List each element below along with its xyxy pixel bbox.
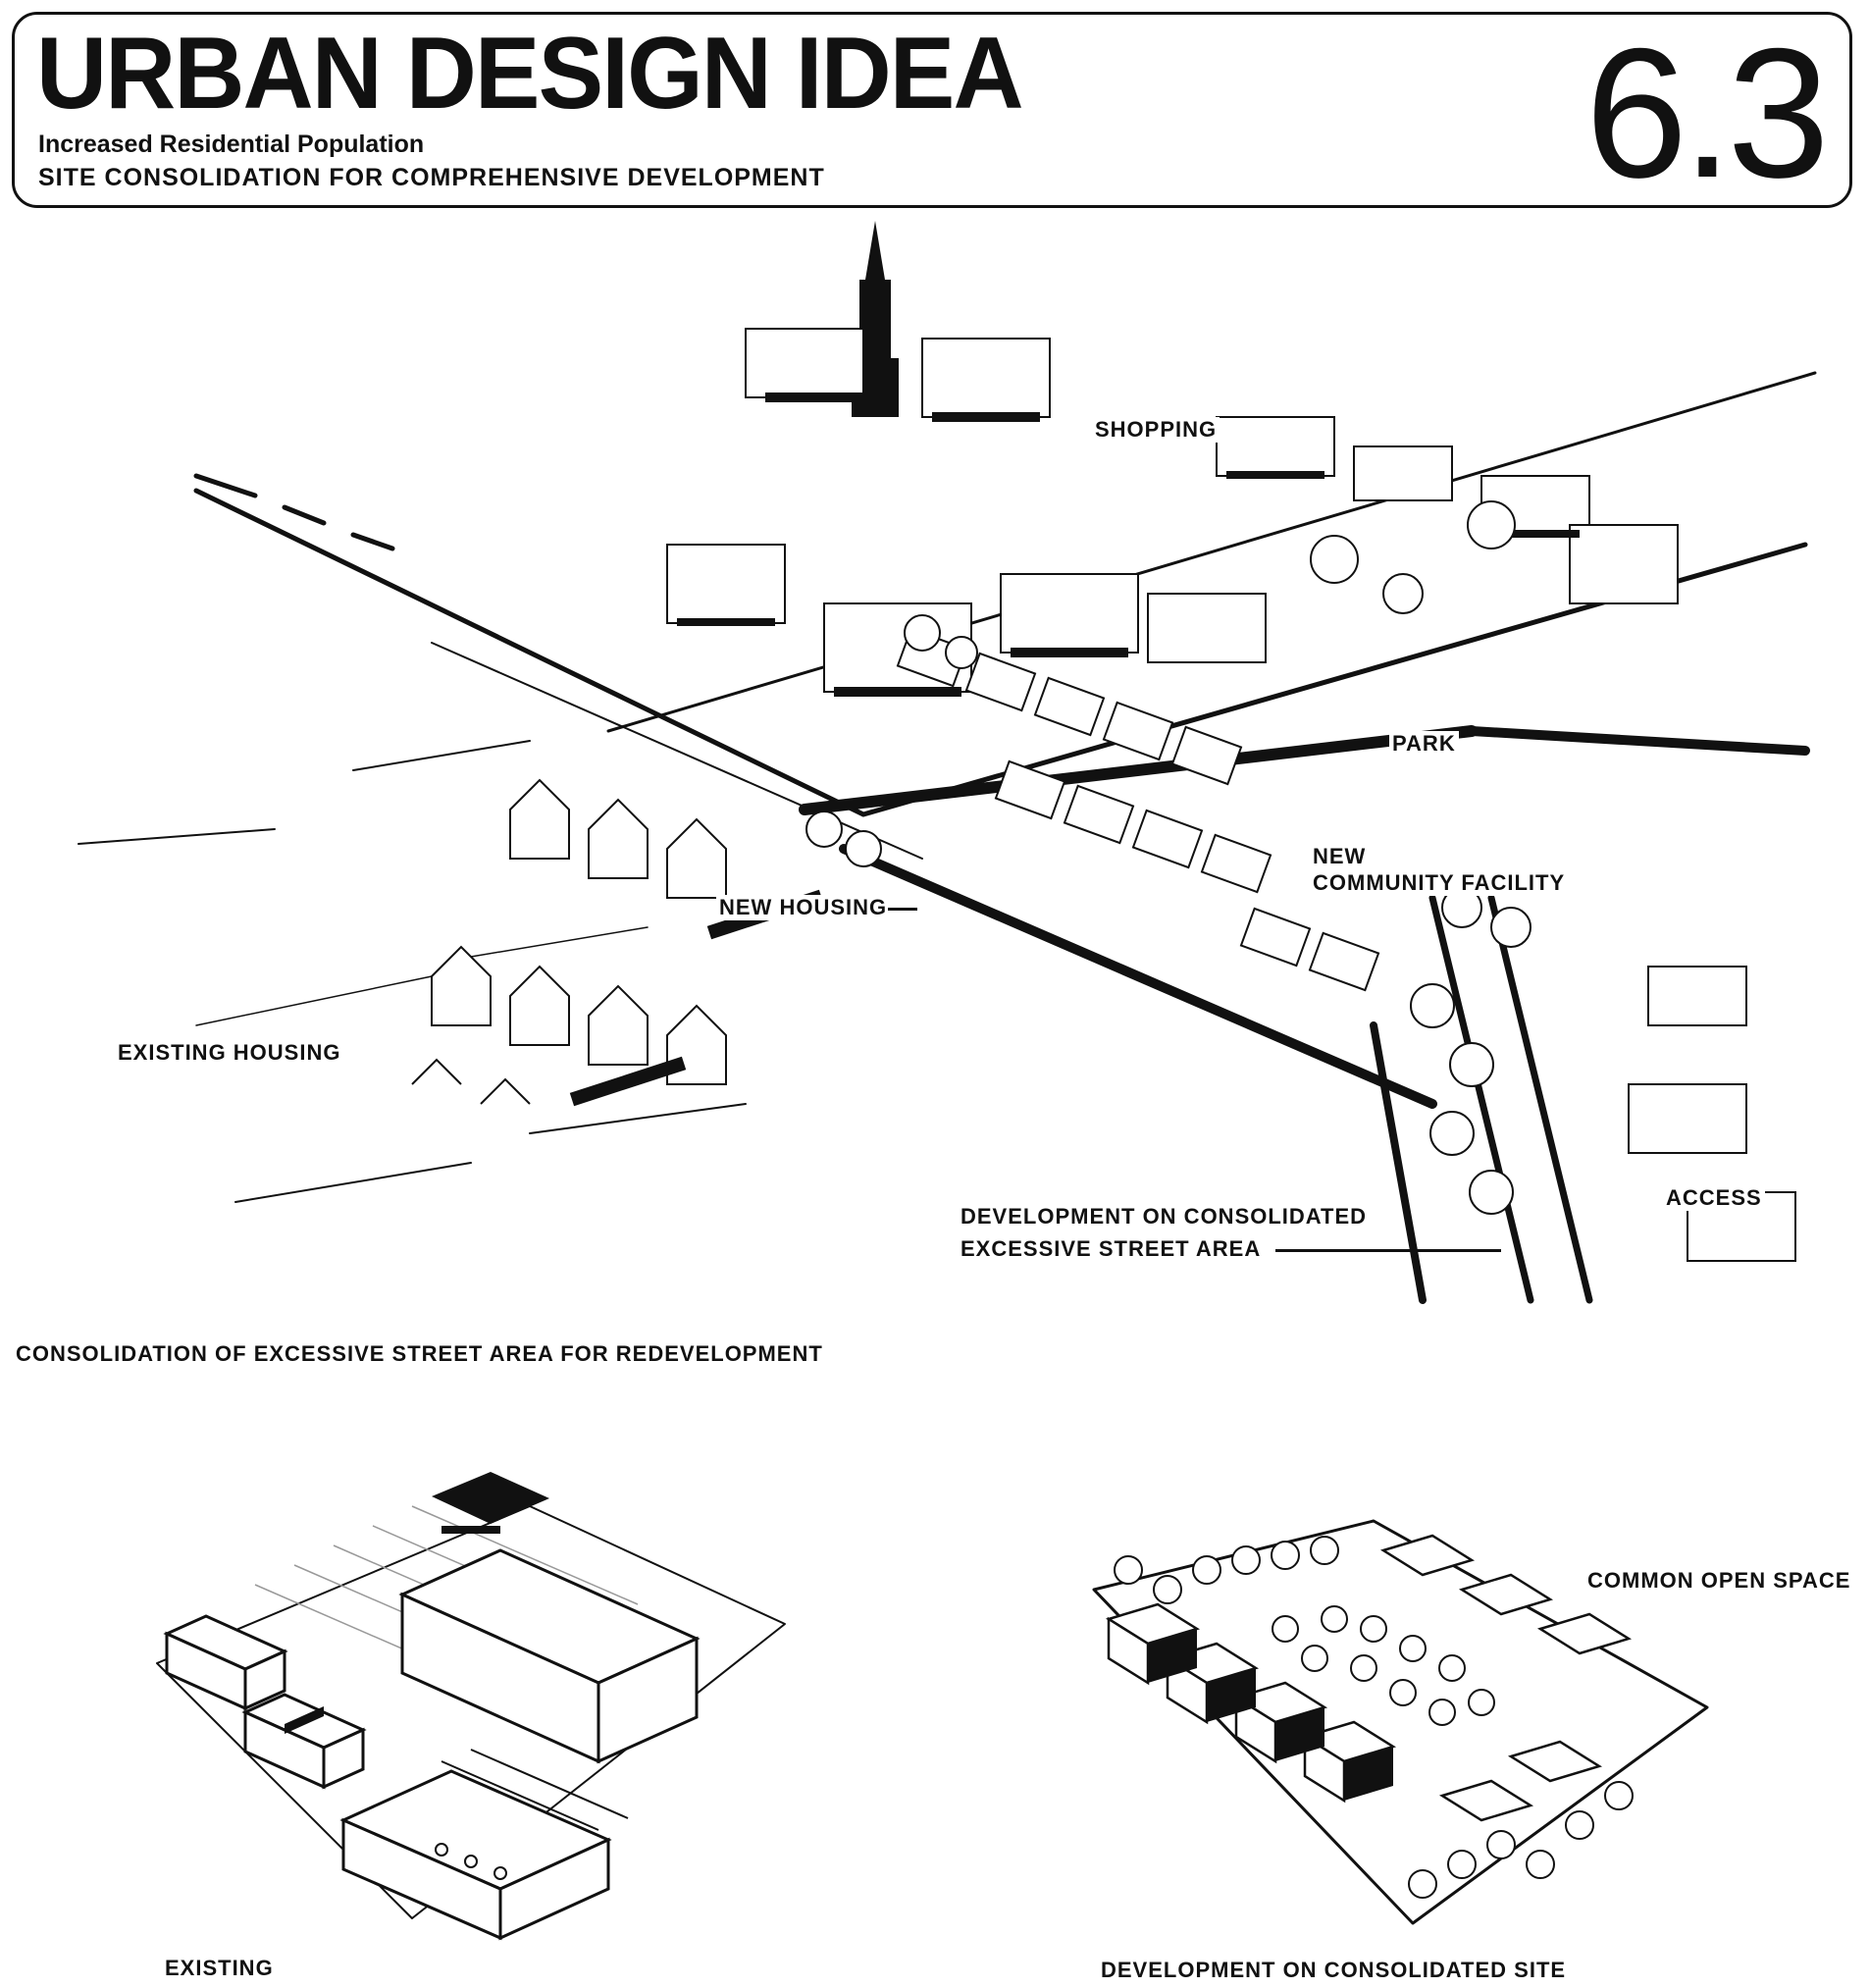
caption-main: CONSOLIDATION OF EXCESSIVE STREET AREA F… [16,1341,823,1367]
label-access: ACCESS [1663,1185,1765,1211]
main-aerial-sketch [59,221,1854,1330]
page-title: URBAN DESIGN IDEA [36,23,1022,125]
label-new-housing: NEW HOUSING [716,895,890,920]
label-common-open-space: COMMON OPEN SPACE [1584,1568,1853,1594]
page-subtitle: Increased Residential Population [38,131,424,159]
label-community-facility: COMMUNITY FACILITY [1310,870,1568,896]
leader-development [1275,1249,1501,1252]
label-park: PARK [1389,731,1459,757]
leader-new-housing [888,908,917,911]
label-new: NEW [1310,844,1369,869]
label-shopping: SHOPPING [1092,417,1220,443]
existing-site-sketch [147,1467,795,1948]
idea-number: 6.3 [1585,21,1824,205]
label-development-line2: EXCESSIVE STREET AREA [958,1236,1264,1262]
page-tagline: SITE CONSOLIDATION FOR COMPREHENSIVE DEV… [38,164,825,192]
label-existing-housing: EXISTING HOUSING [118,1040,340,1066]
caption-consolidated-site: DEVELOPMENT ON CONSOLIDATED SITE [1101,1958,1566,1983]
header-box: URBAN DESIGN IDEA Increased Residential … [12,12,1852,208]
caption-existing: EXISTING [165,1956,274,1981]
label-development-line1: DEVELOPMENT ON CONSOLIDATED [958,1204,1370,1229]
